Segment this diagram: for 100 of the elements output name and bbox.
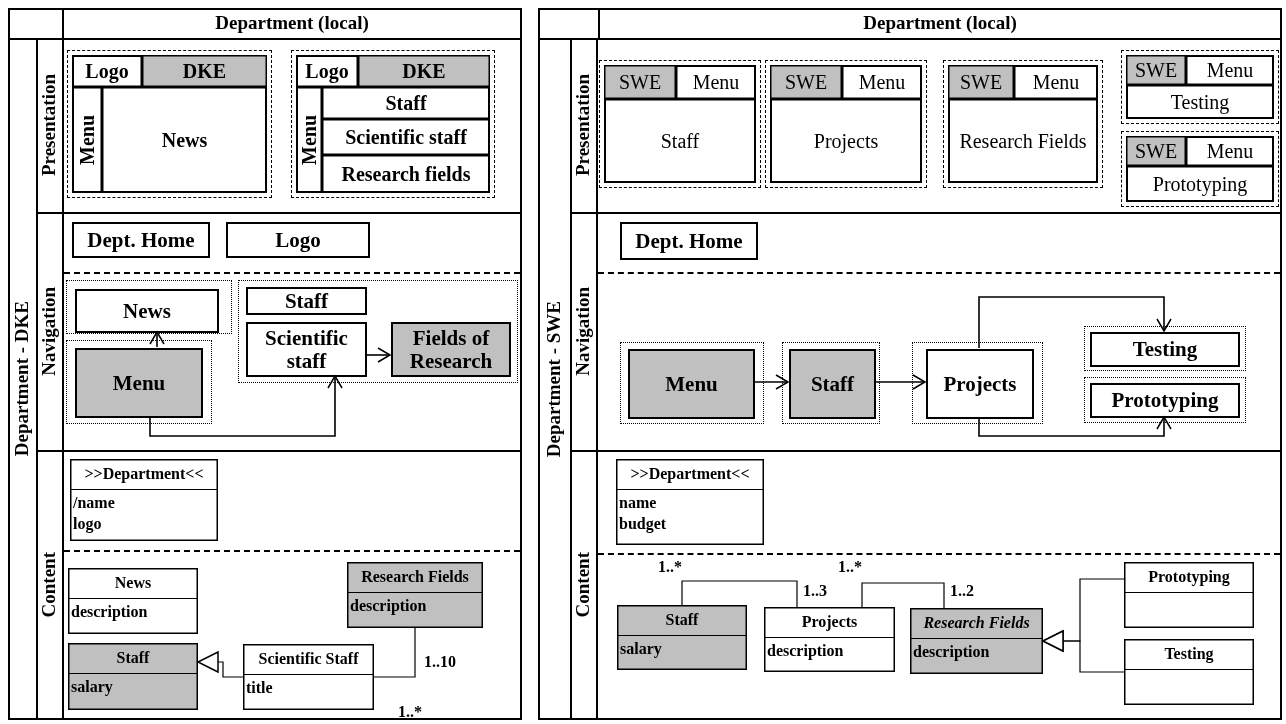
class-name: Staff (665, 611, 699, 629)
attribute: logo (73, 513, 102, 535)
navigation-node: Prototyping (1090, 383, 1240, 418)
attribute: description (350, 596, 427, 617)
page-region: Prototyping (1126, 166, 1274, 202)
page-region: SWE (1126, 136, 1186, 166)
page-region: News (102, 87, 267, 193)
generalization-arrow (197, 651, 244, 678)
page-region: Menu (842, 65, 922, 99)
dotted-group (1084, 377, 1246, 423)
page-region: Projects (770, 99, 922, 183)
page-region: Scientific staff (322, 119, 490, 155)
class-box (347, 562, 483, 628)
class-box (910, 608, 1043, 674)
attribute: description (71, 602, 148, 623)
page-region: Menu (1186, 55, 1274, 85)
page-region: Staff (604, 99, 756, 183)
class-box (617, 605, 747, 670)
class-name: Research Fields (923, 614, 1030, 632)
layer-label: Navigation (39, 286, 59, 376)
page-region: DKE (358, 55, 490, 87)
arrow (874, 374, 926, 390)
multiplicity-label: 1..* (838, 558, 862, 576)
page-region: SWE (604, 65, 676, 99)
navigation-node: Staff (246, 287, 367, 315)
attribute: /name (73, 493, 115, 513)
class-name: >>Department<< (630, 465, 750, 483)
multiplicity-label: 1..10 (424, 653, 456, 671)
class-name: Staff (116, 649, 150, 667)
layer-band (36, 450, 522, 720)
navigation-node: Staff (789, 349, 876, 419)
arrow (365, 347, 391, 363)
class-box (616, 459, 764, 545)
panel-heading: Department (local) (863, 13, 1017, 33)
navigation-node: Testing (1090, 332, 1240, 367)
attribute: description (913, 642, 990, 663)
page-region: Logo (296, 55, 358, 87)
attribute: title (246, 678, 273, 698)
panel-heading: Department (local) (215, 13, 369, 33)
attribute: name (619, 493, 657, 513)
panel-side-title: Department - SWE (544, 300, 564, 458)
layer-label: Navigation (573, 286, 593, 376)
page-region: Menu (296, 87, 322, 193)
page-region: Menu (1014, 65, 1098, 99)
class-box (1124, 562, 1254, 628)
page-region: SWE (770, 65, 842, 99)
navigation-node: Logo (226, 222, 370, 258)
navigation-node: Fields of Research (391, 322, 511, 377)
page-region: Menu (1186, 136, 1274, 166)
page-region: Logo (72, 55, 142, 87)
class-name: Research Fields (361, 568, 469, 586)
attribute: salary (71, 677, 113, 698)
navigation-node: Projects (926, 349, 1034, 419)
association-line (681, 580, 798, 608)
class-box (1124, 639, 1254, 705)
layer-band (570, 450, 1282, 720)
class-box (243, 644, 374, 710)
navigation-node: Dept. Home (620, 222, 758, 260)
page-region: DKE (142, 55, 267, 87)
navigation-node: Menu (628, 349, 755, 419)
multiplicity-label: 1..* (398, 703, 422, 721)
page-region: Menu (72, 87, 102, 193)
dotted-group (66, 280, 232, 334)
arrow (978, 416, 1172, 437)
class-box (68, 643, 198, 710)
dotted-group (66, 340, 212, 424)
page-region: Testing (1126, 85, 1274, 119)
layer-band (570, 212, 1282, 450)
layer-label: Content (39, 552, 59, 618)
layer-band (36, 212, 522, 450)
dotted-group (782, 342, 880, 424)
layer-label: Presentation (573, 74, 593, 176)
class-name: Scientific Staff (258, 650, 359, 668)
navigation-node: Menu (75, 348, 203, 418)
class-name: Prototyping (1148, 568, 1230, 586)
class-name: News (114, 574, 152, 592)
class-name: Testing (1164, 645, 1214, 663)
multiplicity-label: 1..3 (803, 582, 827, 600)
page-region: Research fields (322, 155, 490, 193)
arrow (978, 296, 1172, 349)
multiplicity-label: 1..2 (950, 582, 974, 600)
association-line (861, 582, 945, 609)
page-region: SWE (948, 65, 1014, 99)
page-region: Staff (322, 87, 490, 119)
arrow (149, 375, 343, 437)
navigation-node: Dept. Home (72, 222, 210, 258)
attribute: salary (620, 639, 662, 660)
arrow (753, 374, 789, 390)
dotted-group (912, 342, 1043, 424)
class-box (764, 607, 895, 672)
attribute: budget (619, 513, 667, 535)
generalization-arrow (1042, 630, 1125, 673)
class-box (68, 568, 198, 634)
association-line (373, 627, 416, 678)
page-region: Research Fields (948, 99, 1098, 183)
dotted-group (238, 280, 518, 383)
navigation-node: News (75, 289, 219, 333)
layer-label: Presentation (39, 74, 59, 176)
page-region: SWE (1126, 55, 1186, 85)
multiplicity-label: 1..* (658, 558, 682, 576)
